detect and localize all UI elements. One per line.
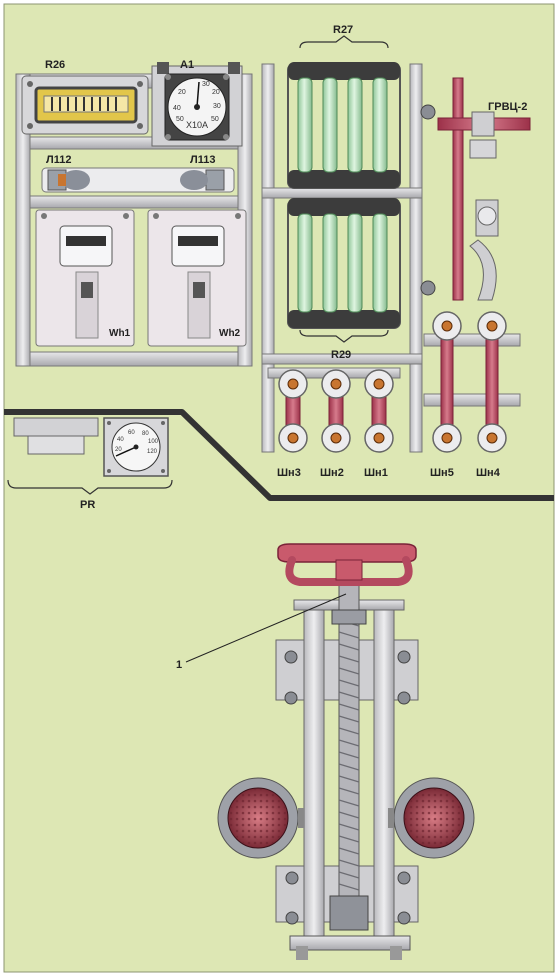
a1-ammeter <box>151 62 243 147</box>
r27-label: R27 <box>333 24 353 36</box>
r26-label: R26 <box>45 59 65 71</box>
wh2-label: Wh2 <box>219 328 241 339</box>
panel-divider-line <box>4 409 554 501</box>
a1-scale-tick: 50 <box>211 116 219 123</box>
r29-resistor-block <box>287 198 401 329</box>
pr-scale-tick: 100 <box>148 439 159 445</box>
l112-label: Л112 <box>46 154 71 166</box>
terminal-nuts <box>287 320 498 444</box>
l113-label: Л113 <box>190 154 215 166</box>
right-frame <box>261 63 423 453</box>
r29-label: R29 <box>331 349 351 361</box>
a1-scale-tick: 30 <box>202 81 210 88</box>
lamp-tube <box>41 167 235 193</box>
signal-lamp-left <box>217 777 304 859</box>
r27-bracket <box>299 35 389 49</box>
wh2-energy-meter <box>147 209 247 347</box>
pr-meter <box>103 417 169 477</box>
signal-lamp-right <box>388 777 475 859</box>
pr-label: PR <box>80 499 95 511</box>
pr-scale-tick: 60 <box>128 430 135 436</box>
a1-scale-tick: 20 <box>212 89 220 96</box>
a1-label: A1 <box>180 59 194 71</box>
grvc-disconnector <box>420 77 531 301</box>
pr-scale-tick: 20 <box>115 447 122 453</box>
pr-scale-tick: 40 <box>117 437 124 443</box>
shn4-label: Шн4 <box>476 467 501 479</box>
a1-unit-label: X10A <box>186 120 208 130</box>
callout-1-label: 1 <box>176 659 182 671</box>
pr-scale-tick: 80 <box>142 431 149 437</box>
a1-scale-tick: 30 <box>213 103 221 110</box>
r26-resistor-block <box>21 75 149 135</box>
callout-1-leader <box>185 593 347 663</box>
shn5-label: Шн5 <box>430 467 454 479</box>
pr-scale-tick: 120 <box>147 449 158 455</box>
shn2-label: Шн2 <box>320 467 344 479</box>
pr-block-left <box>13 417 99 455</box>
shn1-label: Шн1 <box>364 467 388 479</box>
wh1-label: Wh1 <box>109 328 131 339</box>
a1-scale-tick: 20 <box>178 89 186 96</box>
wh1-energy-meter <box>35 209 135 347</box>
pr-bracket <box>7 479 173 495</box>
r27-resistor-block <box>287 62 401 189</box>
a1-scale-tick: 50 <box>176 116 184 123</box>
r29-bracket <box>299 329 389 343</box>
grvc-label: ГРВЦ-2 <box>488 101 527 113</box>
screw-jack <box>275 543 419 960</box>
a1-scale-tick: 40 <box>173 105 181 112</box>
shn3-label: Шн3 <box>277 467 301 479</box>
